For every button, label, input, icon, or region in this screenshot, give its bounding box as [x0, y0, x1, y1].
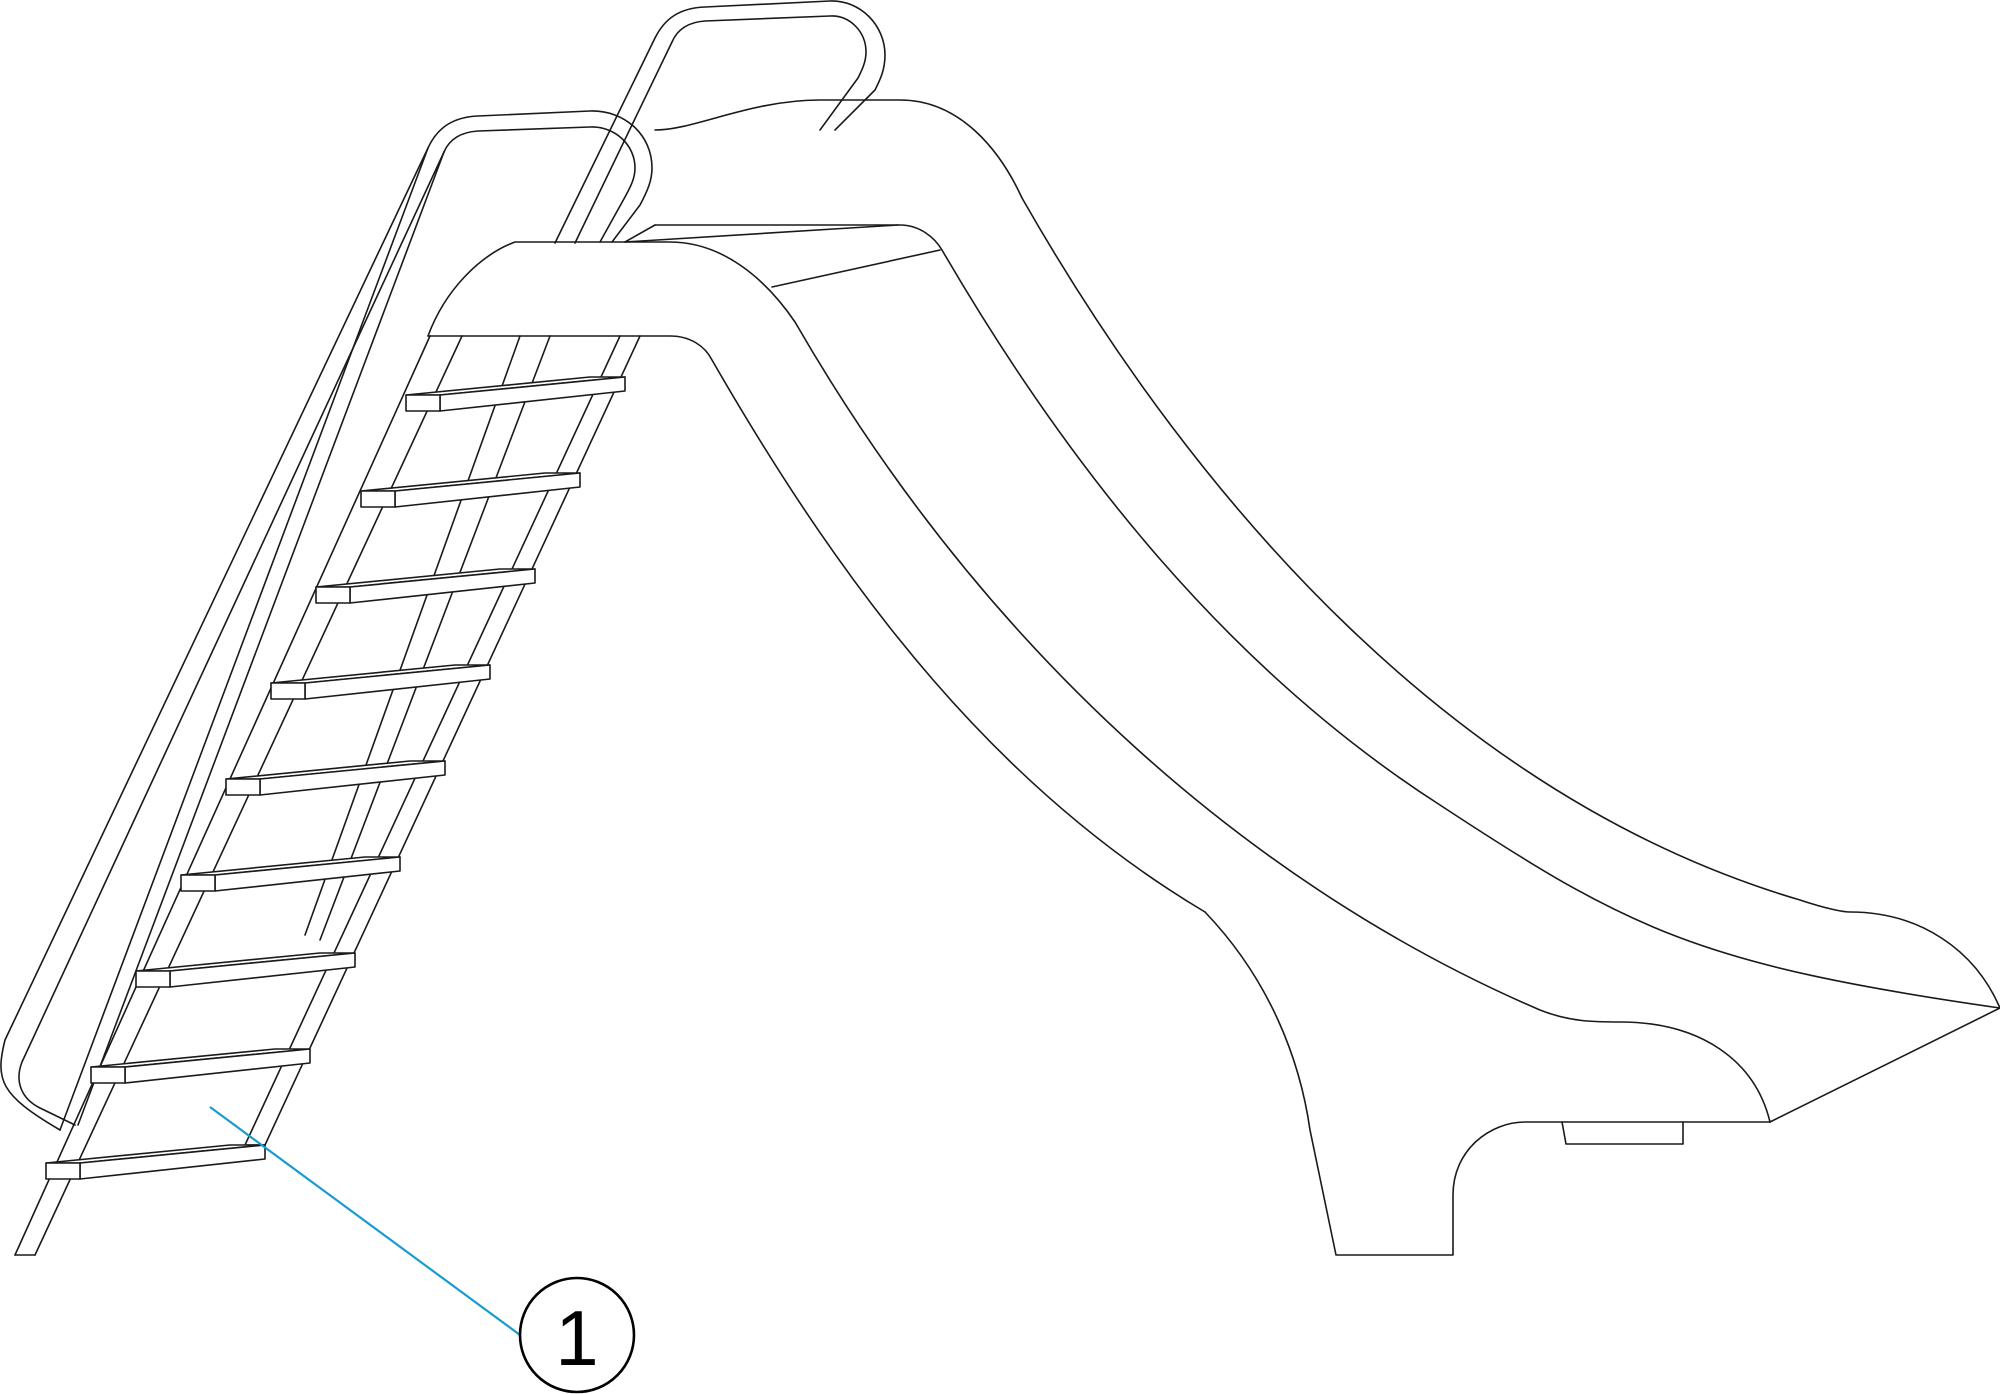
ladder-step-cap	[180, 874, 216, 892]
callout-leader-line	[209, 1106, 521, 1336]
ladder-steps	[45, 376, 626, 1180]
callout-number: 1	[555, 1294, 598, 1382]
slide-platform-line-3	[624, 224, 656, 243]
ladder-step-cap	[315, 586, 351, 604]
slide-platform-line-2	[771, 249, 941, 288]
ladder-step-cap	[45, 1162, 81, 1180]
ladder-step	[90, 1048, 311, 1084]
ladder-rear-rail-1	[304, 335, 521, 936]
ladder-step	[45, 1144, 266, 1180]
slide-front-rail-top	[427, 241, 1771, 1123]
ladder-left-stringer-outer	[14, 335, 431, 1256]
back-handrail	[554, 0, 886, 244]
ladder-step	[270, 664, 491, 700]
front-handrail-outer	[59, 110, 653, 1131]
slide-back-rail-top	[654, 99, 2000, 1009]
ladder-step	[135, 952, 356, 988]
back-handrail-outer	[554, 0, 886, 244]
ladder-step	[405, 376, 626, 412]
front-handrail-inner	[77, 126, 636, 1126]
ladder-step-cap	[135, 970, 171, 988]
ladder-rear-rail-2	[319, 335, 551, 941]
slide-surface-front-edge	[427, 335, 1206, 913]
slide-surface-back-edge	[654, 224, 2000, 1009]
ladder	[14, 335, 641, 1256]
ladder-step-cap	[90, 1066, 126, 1084]
ladder-step-cap	[270, 682, 306, 700]
ladder-step	[180, 856, 401, 892]
front-handrail-hook-inner	[18, 151, 445, 1126]
slide-platform-line-1	[624, 224, 899, 243]
ladder-right-stringer-inner	[264, 335, 641, 1146]
slide-side-skirt	[1204, 911, 1771, 1256]
callout-1: 1	[209, 1106, 636, 1394]
callout-circle	[518, 1276, 636, 1394]
slide-body	[427, 99, 2000, 1256]
slide-exit-edge	[1769, 1007, 2000, 1123]
ladder-right-stringer-outer	[244, 335, 621, 1146]
front-handrail	[0, 110, 653, 1131]
ladder-step-cap	[405, 394, 441, 412]
back-handrail-inner	[574, 15, 867, 244]
front-handrail-hook	[0, 147, 429, 1131]
ladder-step-cap	[360, 490, 396, 508]
slide-exit-foot	[1561, 1121, 1684, 1145]
ladder-step	[360, 472, 581, 508]
ladder-step	[315, 568, 536, 604]
ladder-step	[225, 760, 446, 796]
ladder-step-cap	[225, 778, 261, 796]
